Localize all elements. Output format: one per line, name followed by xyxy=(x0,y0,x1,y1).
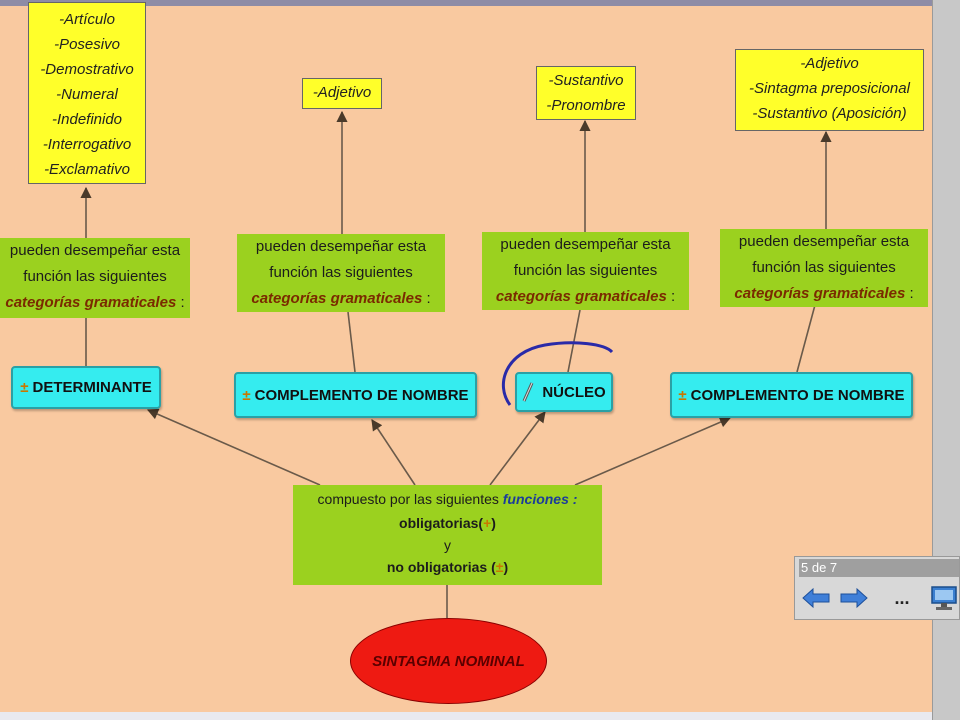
category-item: -Demostrativo xyxy=(40,61,134,78)
relation-line-emphasis: categorías gramaticales : xyxy=(720,281,928,307)
categories-box-complemento-1: -Adjetivo xyxy=(302,78,382,109)
relation-line: pueden desempeñar esta xyxy=(500,236,671,253)
relation-emphasis: categorías gramaticales xyxy=(495,288,667,305)
bottom-strip xyxy=(0,712,932,720)
conjunction: y xyxy=(444,537,451,553)
connector-center-complemento-1 xyxy=(371,419,416,486)
composition-suffix: : xyxy=(568,491,578,507)
connector-center-complemento-2 xyxy=(574,416,732,486)
relation-emphasis: categorías gramaticales xyxy=(5,294,177,311)
relation-line: pueden desempeñar esta xyxy=(738,233,910,250)
relation-emphasis: categorías gramaticales xyxy=(251,290,423,307)
slide-navigation-panel: 5 de 7 ... xyxy=(794,556,960,620)
optional-symbol: ± xyxy=(678,386,687,404)
relation-suffix: : xyxy=(176,294,185,311)
category-item: -Interrogativo xyxy=(42,136,132,153)
root-label: SINTAGMA NOMINAL xyxy=(372,652,525,670)
connector-complemento-1-green xyxy=(347,311,356,373)
relation-line-emphasis: categorías gramaticales : xyxy=(237,286,445,312)
optional-symbol: ± xyxy=(20,379,29,396)
relation-box-complemento-2: pueden desempeñar esta función las sigui… xyxy=(720,229,928,307)
category-item: -Exclamativo xyxy=(44,161,130,178)
connector-complemento-2-green xyxy=(796,304,816,373)
relation-line-emphasis: categorías gramaticales : xyxy=(0,290,190,316)
relation-suffix: : xyxy=(666,288,676,305)
composition-box: compuesto por las siguientes funciones :… xyxy=(293,485,602,585)
window-top-bar xyxy=(0,0,960,6)
composition-emphasis: funciones xyxy=(502,491,569,507)
composition-line-2: obligatorias(+) xyxy=(399,515,496,531)
function-node-complemento-2[interactable]: ± COMPLEMENTO DE NOMBRE xyxy=(670,372,913,418)
category-item: -Artículo xyxy=(59,11,115,28)
arrow-right-icon xyxy=(840,587,868,609)
arrow-left-icon xyxy=(802,587,830,609)
category-item: -Pronombre xyxy=(546,97,626,114)
relation-line: pueden desempeñar esta xyxy=(255,238,427,255)
more-options-label: ... xyxy=(894,587,910,608)
category-item: -Sustantivo xyxy=(548,72,624,89)
presentation-mode-button[interactable] xyxy=(929,583,959,613)
category-item: -Numeral xyxy=(56,86,118,103)
annotation-curve-nucleo xyxy=(501,341,614,406)
categories-box-nucleo: -Sustantivo -Pronombre xyxy=(536,66,636,120)
function-label: NÚCLEO xyxy=(542,383,606,401)
connector-center-determinante xyxy=(146,408,321,486)
relation-line: función las siguientes xyxy=(513,262,658,279)
category-item: -Adjetivo xyxy=(800,55,859,72)
relation-line: función las siguientes xyxy=(269,264,413,281)
category-item: -Sustantivo (Aposición) xyxy=(752,105,907,122)
relation-line: función las siguientes xyxy=(752,259,896,276)
pen-cursor-icon xyxy=(522,381,534,403)
category-item: -Posesivo xyxy=(54,36,120,53)
relation-suffix: : xyxy=(905,285,914,302)
obligatorias-label: obligatorias xyxy=(399,515,479,531)
slide-counter: 5 de 7 xyxy=(799,559,959,577)
categories-box-determinante: -Artículo -Posesivo -Demostrativo -Numer… xyxy=(28,2,146,184)
relation-line: función las siguientes xyxy=(23,268,167,285)
composition-line-4: no obligatorias (±) xyxy=(386,559,509,575)
relation-box-complemento-1: pueden desempeñar esta función las sigui… xyxy=(237,234,445,312)
composition-line-3: y xyxy=(293,535,602,555)
category-item: -Indefinido xyxy=(51,111,123,128)
composition-line-1: compuesto por las siguientes funciones : xyxy=(293,485,602,511)
next-slide-button[interactable] xyxy=(839,583,869,613)
function-label: DETERMINANTE xyxy=(32,379,152,396)
relation-suffix: : xyxy=(422,290,431,307)
composition-prefix: compuesto por las siguientes xyxy=(317,491,499,507)
relation-line: pueden desempeñar esta xyxy=(9,242,181,259)
previous-slide-button[interactable] xyxy=(801,583,831,613)
connector-center-nucleo xyxy=(489,411,546,486)
obligatorias-symbol: + xyxy=(483,515,492,531)
root-node-sintagma-nominal[interactable]: SINTAGMA NOMINAL xyxy=(350,618,547,704)
relation-line-emphasis: categorías gramaticales : xyxy=(482,284,689,310)
category-item: -Adjetivo xyxy=(312,84,372,101)
connector-nucleo-green xyxy=(567,309,581,373)
relation-box-determinante: pueden desempeñar esta función las sigui… xyxy=(0,238,190,318)
no-obligatorias-label: no obligatorias xyxy=(386,559,488,575)
relation-box-nucleo: pueden desempeñar esta función las sigui… xyxy=(482,232,689,310)
function-node-determinante[interactable]: ± DETERMINANTE xyxy=(11,366,161,409)
category-item: -Sintagma preposicional xyxy=(749,80,910,97)
function-label: COMPLEMENTO DE NOMBRE xyxy=(690,386,905,404)
relation-emphasis: categorías gramaticales xyxy=(734,285,906,302)
function-label: COMPLEMENTO DE NOMBRE xyxy=(254,386,469,404)
categories-box-complemento-2: -Adjetivo -Sintagma preposicional -Susta… xyxy=(735,49,924,131)
monitor-icon xyxy=(931,586,957,610)
no-obligatorias-symbol: ± xyxy=(495,559,504,575)
optional-symbol: ± xyxy=(242,386,251,404)
function-node-complemento-1[interactable]: ± COMPLEMENTO DE NOMBRE xyxy=(234,372,477,418)
more-options-button[interactable]: ... xyxy=(887,583,917,613)
function-node-nucleo[interactable]: NÚCLEO xyxy=(515,372,613,412)
